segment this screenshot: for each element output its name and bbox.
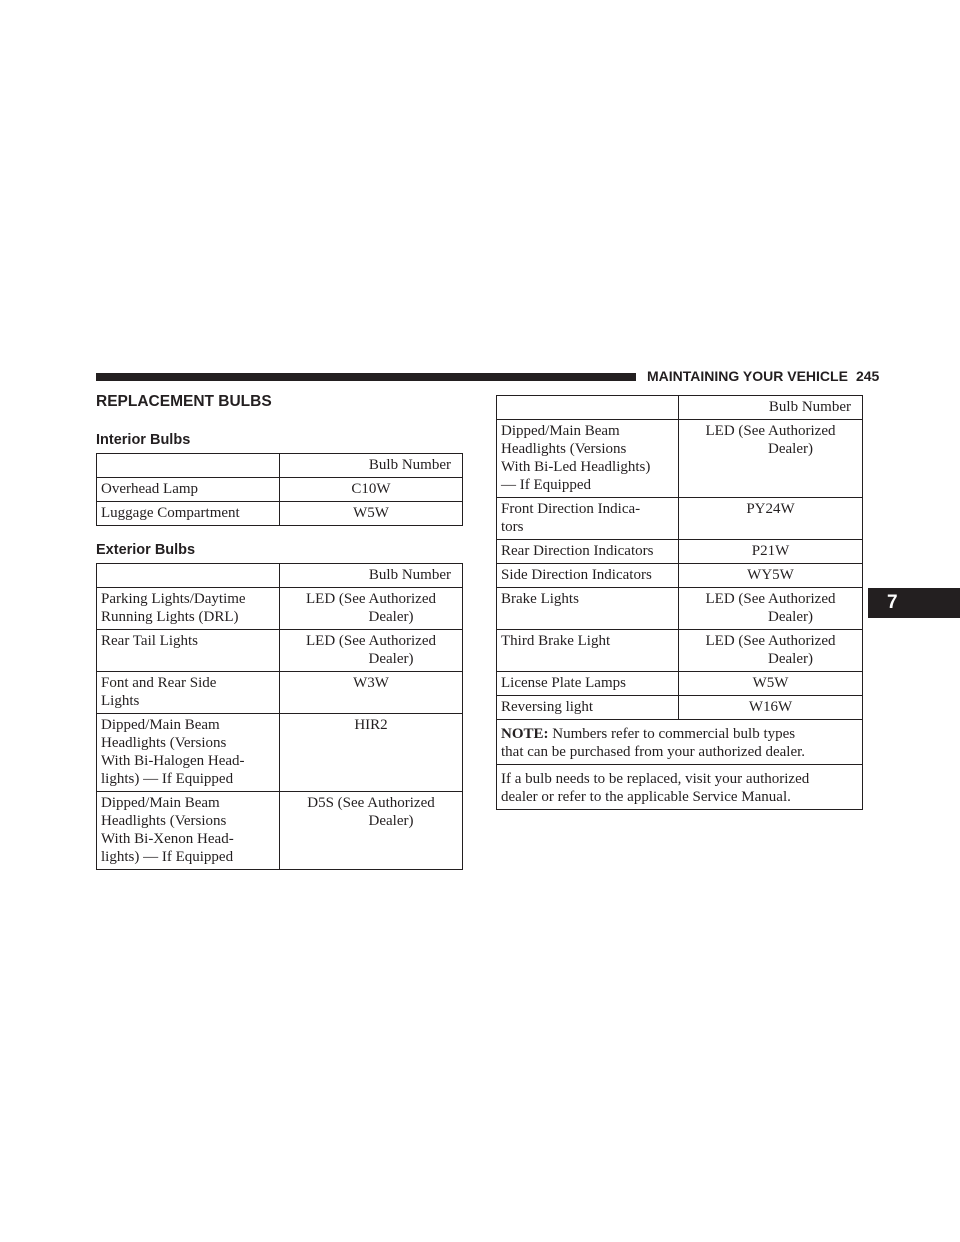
bulb-location: Third Brake Light (496, 629, 679, 672)
bulb-location: Overhead Lamp (96, 477, 280, 502)
bulb-number-header: Bulb Number (279, 563, 463, 588)
note-cell: NOTE: Numbers refer to commercial bulb t… (496, 719, 863, 765)
table-row: Side Direction Indicators WY5W (496, 563, 863, 588)
running-head-section: MAINTAINING YOUR VEHICLE (647, 368, 848, 384)
page-number: 245 (855, 368, 880, 384)
header-rule (96, 373, 636, 381)
interior-bulbs-heading: Interior Bulbs (96, 432, 191, 448)
bulb-number: P21W (678, 539, 863, 564)
interior-bulbs-table: Bulb Number Overhead Lamp C10W Luggage C… (96, 453, 463, 526)
section-title: REPLACEMENT BULBS (96, 393, 272, 410)
table-row: Front Direction Indica-tors PY24W (496, 497, 863, 540)
bulb-location: Luggage Compartment (96, 501, 280, 526)
table-row: Rear Direction Indicators P21W (496, 539, 863, 564)
table-header-row: Bulb Number (96, 453, 463, 478)
bulb-number: PY24W (678, 497, 863, 540)
bulb-location: Reversing light (496, 695, 679, 720)
bulb-number: HIR2 (279, 713, 463, 792)
table-row: License Plate Lamps W5W (496, 671, 863, 696)
bulb-number-header: Bulb Number (678, 395, 863, 420)
bulb-number: W16W (678, 695, 863, 720)
exterior-bulbs-heading: Exterior Bulbs (96, 542, 196, 558)
table-row: Luggage Compartment W5W (96, 501, 463, 526)
bulb-number-header: Bulb Number (279, 453, 463, 478)
table-header-row: Bulb Number (96, 563, 463, 588)
note-label: NOTE: (501, 726, 549, 742)
bulb-location: Rear Tail Lights (96, 629, 280, 672)
advice-cell: If a bulb needs to be replaced, visit yo… (496, 764, 863, 810)
note-text: Numbers refer to commercial bulb types (548, 726, 796, 742)
bulb-location: Brake Lights (496, 587, 679, 630)
bulb-number: WY5W (678, 563, 863, 588)
advice-row: If a bulb needs to be replaced, visit yo… (496, 764, 863, 810)
bulb-number: W3W (279, 671, 463, 714)
table-header-empty (96, 563, 280, 588)
note-row: NOTE: Numbers refer to commercial bulb t… (496, 719, 863, 765)
bulb-location: Side Direction Indicators (496, 563, 679, 588)
table-row: Overhead Lamp C10W (96, 477, 463, 502)
table-row: Reversing light W16W (496, 695, 863, 720)
bulb-number: W5W (678, 671, 863, 696)
advice-text: dealer or refer to the applicable Servic… (501, 789, 791, 805)
table-header-empty (496, 395, 679, 420)
advice-text: If a bulb needs to be replaced, visit yo… (501, 771, 810, 787)
bulb-location: License Plate Lamps (496, 671, 679, 696)
running-head: MAINTAINING YOUR VEHICLE 245 (647, 368, 879, 384)
note-text: that can be purchased from your authoriz… (501, 744, 806, 760)
bulb-number: W5W (279, 501, 463, 526)
table-header-empty (96, 453, 280, 478)
bulb-location: Rear Direction Indicators (496, 539, 679, 564)
table-header-row: Bulb Number (496, 395, 863, 420)
bulb-number: C10W (279, 477, 463, 502)
bulb-location: Front Direction Indica-tors (496, 497, 679, 540)
chapter-tab[interactable]: 7 (868, 588, 960, 618)
